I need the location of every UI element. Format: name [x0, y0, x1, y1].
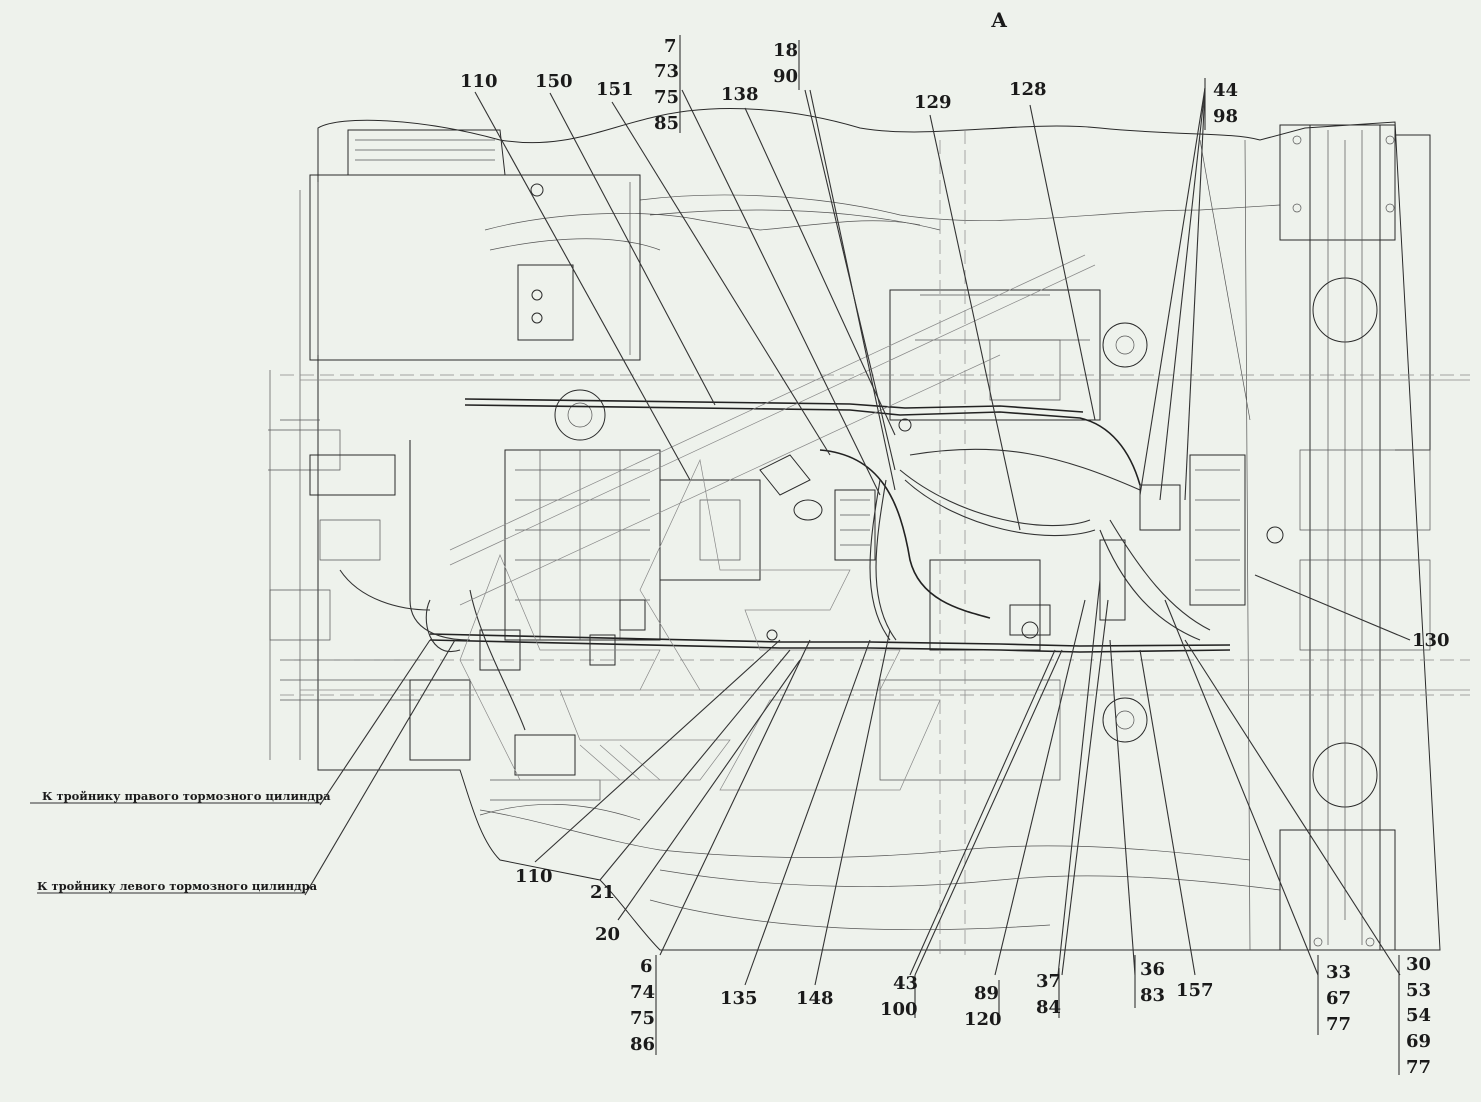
callout-98: 98	[1213, 106, 1238, 127]
frame-outline	[268, 108, 1470, 955]
callout-135: 135	[720, 988, 758, 1009]
view-title: А	[991, 8, 1008, 32]
callout-100: 100	[880, 999, 918, 1020]
callout-83: 83	[1140, 985, 1165, 1006]
callout-130: 130	[1412, 630, 1450, 651]
callout-85: 85	[654, 113, 679, 134]
note-left-cylinder: К тройнику левого тормозного цилиндра	[37, 879, 318, 893]
callout-21: 21	[590, 882, 615, 903]
callout-20: 20	[595, 924, 620, 945]
callout-77-b: 77	[1406, 1057, 1431, 1078]
callout-157: 157	[1176, 980, 1214, 1001]
callout-110-bottom: 110	[515, 866, 553, 887]
callout-90: 90	[773, 66, 798, 87]
components	[479, 418, 1284, 671]
callout-30: 30	[1406, 954, 1431, 975]
callout-6: 6	[640, 956, 653, 977]
callout-148: 148	[796, 988, 834, 1009]
callout-43: 43	[893, 973, 918, 994]
leader-lines	[30, 35, 1411, 1075]
cylinder-notes: К тройнику правого тормозного цилиндра К…	[37, 789, 331, 893]
callout-54: 54	[1406, 1005, 1431, 1026]
callout-74: 74	[630, 982, 655, 1003]
callout-151: 151	[596, 79, 634, 100]
note-right-cylinder: К тройнику правого тормозного цилиндра	[42, 789, 331, 803]
callout-7: 7	[664, 36, 677, 57]
callout-128: 128	[1009, 79, 1047, 100]
hydraulic-lines	[339, 398, 1231, 731]
top-callouts: 110 150 151 7 73 75 85 138 18 90 129 128…	[460, 36, 1238, 134]
callout-129: 129	[914, 92, 952, 113]
callout-67: 67	[1326, 988, 1351, 1009]
callout-37: 37	[1036, 971, 1061, 992]
watermark-logo	[449, 254, 1096, 791]
callout-86: 86	[630, 1034, 655, 1055]
callout-89: 89	[974, 983, 999, 1004]
callout-77-a: 77	[1326, 1014, 1351, 1035]
callout-33: 33	[1326, 962, 1351, 983]
callout-138: 138	[721, 84, 759, 105]
callout-69: 69	[1406, 1031, 1431, 1052]
callout-75-top: 75	[654, 87, 679, 108]
callout-120: 120	[964, 1009, 1002, 1030]
callout-53: 53	[1406, 980, 1431, 1001]
bottom-callouts: 110 21 20 6 74 75 86 135 148 43 100 89 1…	[515, 866, 1431, 1078]
callout-73: 73	[654, 61, 679, 82]
callout-75-bottom: 75	[630, 1008, 655, 1029]
callout-44: 44	[1213, 80, 1238, 101]
callout-84: 84	[1036, 997, 1061, 1018]
callout-150: 150	[535, 71, 573, 92]
callout-110-top: 110	[460, 71, 498, 92]
callout-36: 36	[1140, 959, 1165, 980]
callout-18: 18	[773, 40, 798, 61]
